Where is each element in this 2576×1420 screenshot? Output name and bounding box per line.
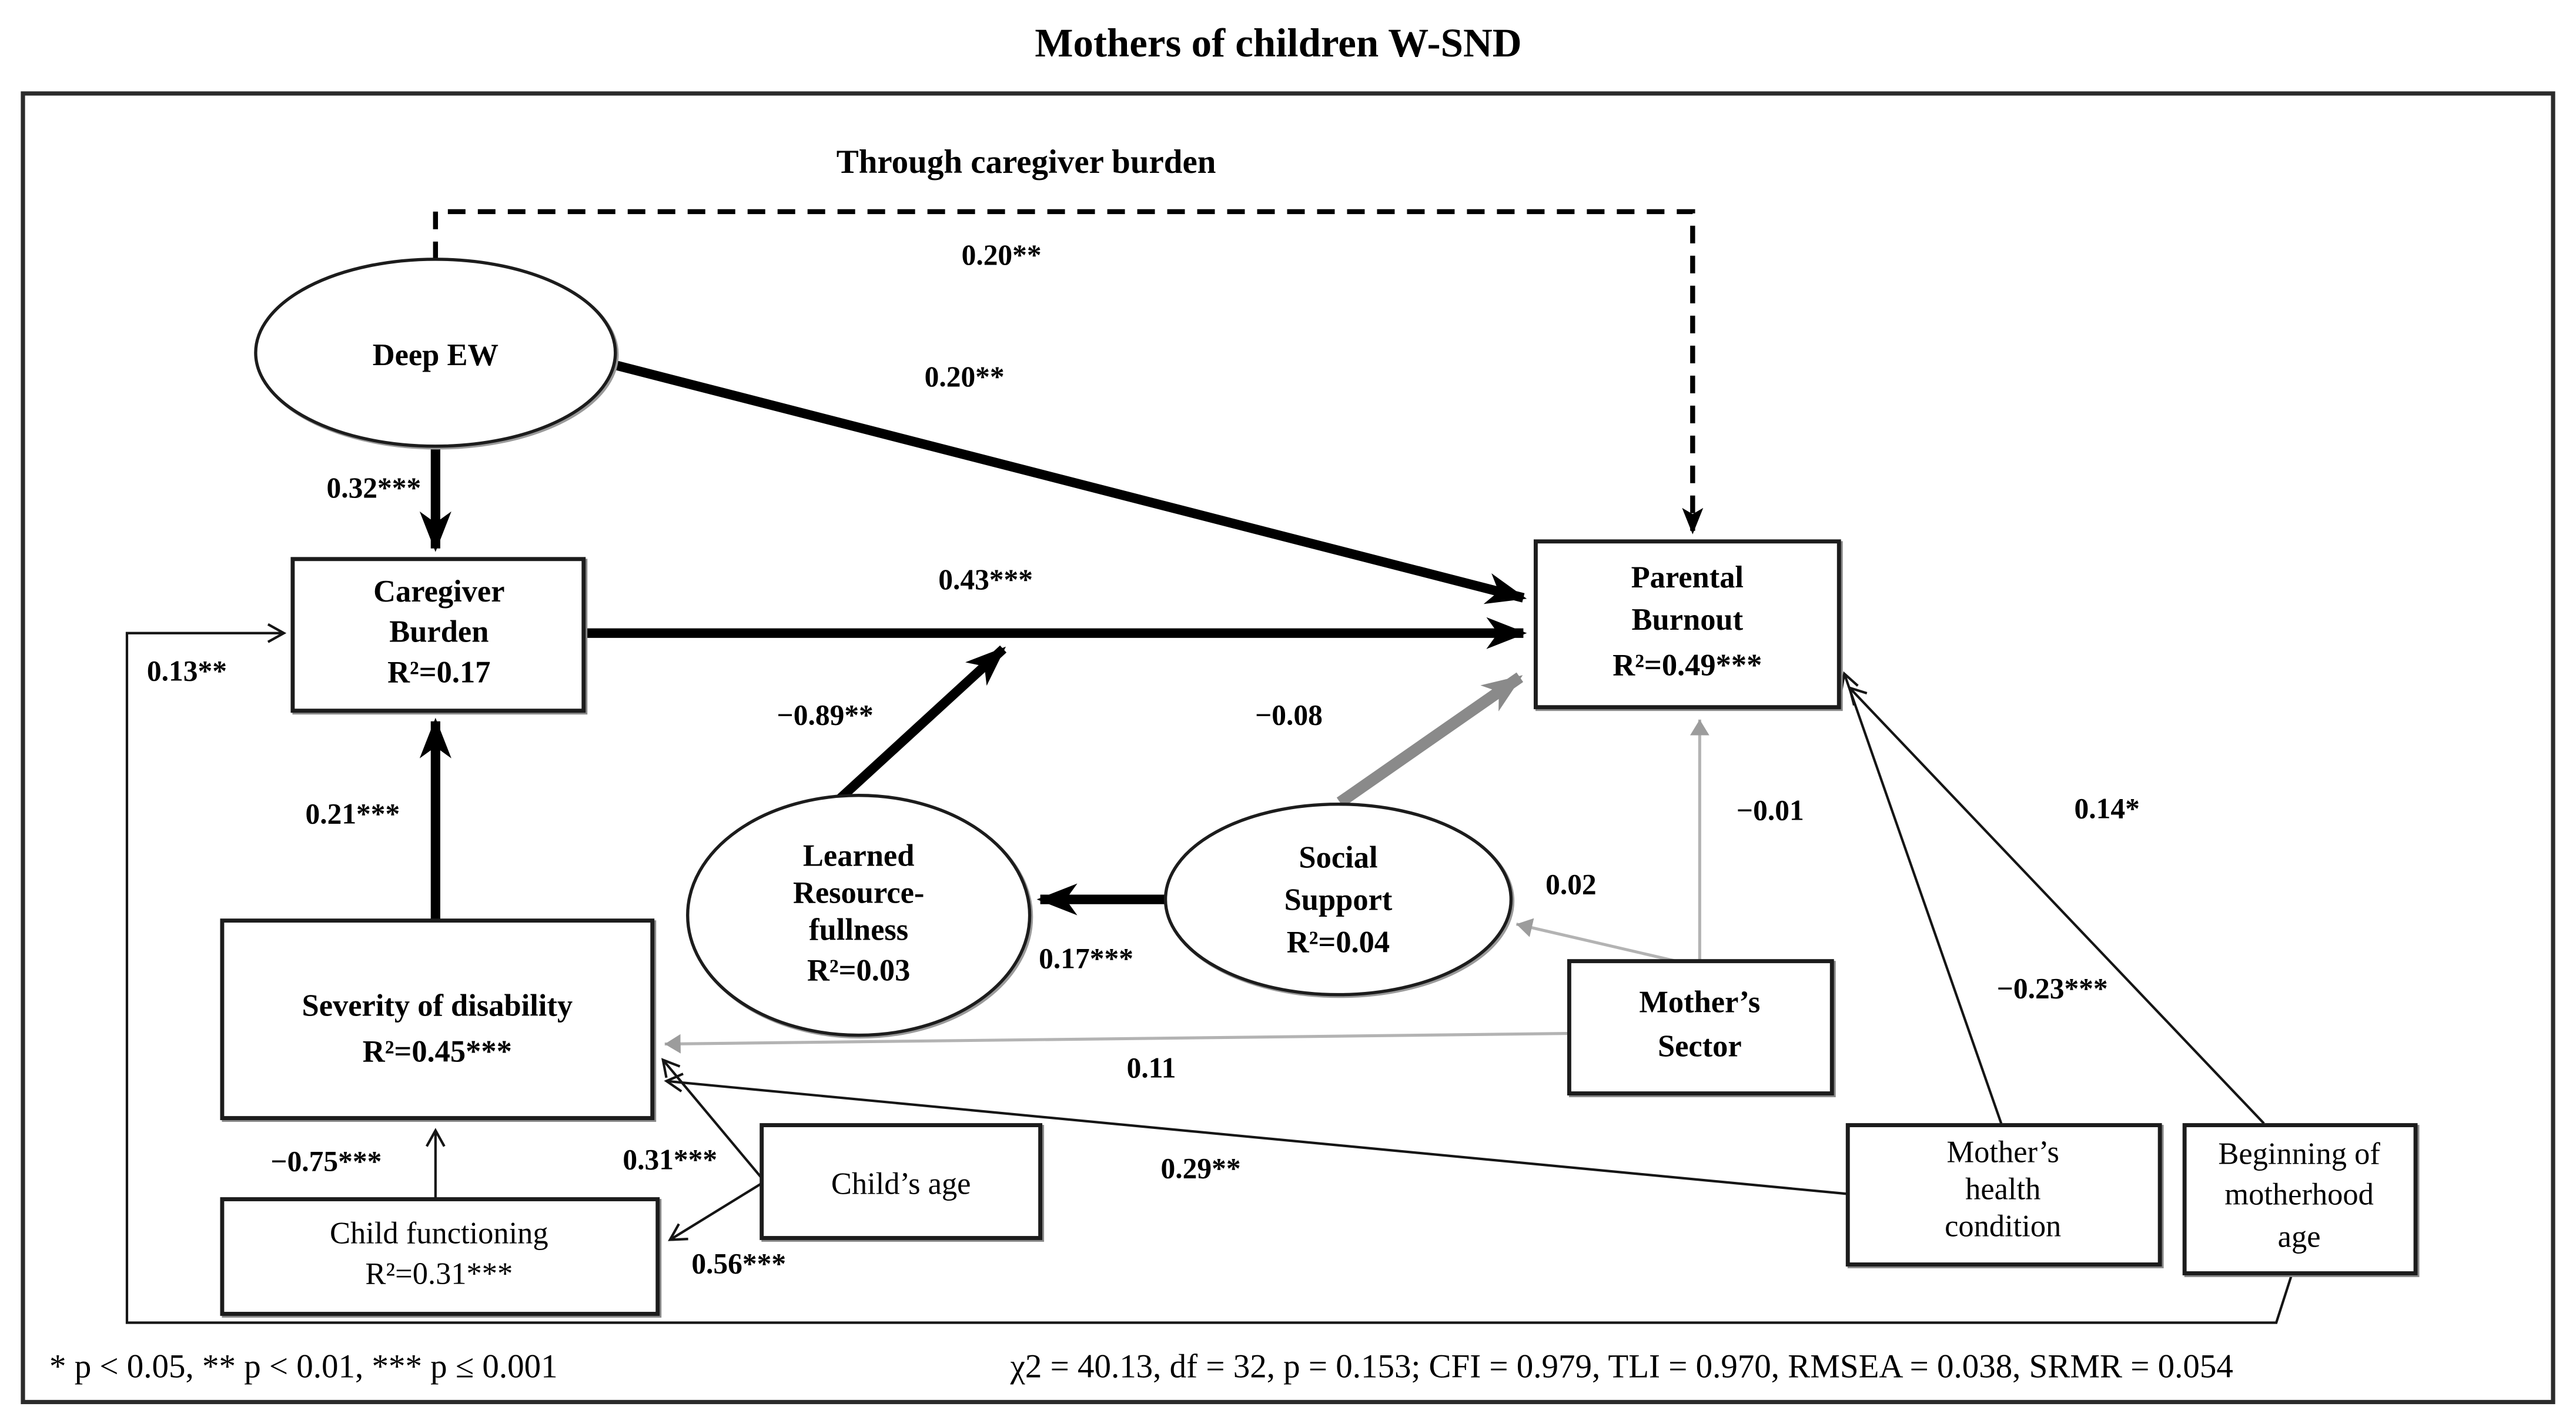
- node-child-functioning-label: Child functioning: [330, 1217, 548, 1251]
- coef-label-social-support-learned-resourcefulness: 0.17***: [1039, 943, 1133, 975]
- node-mothers-health-condition-label: condition: [1945, 1209, 2061, 1244]
- node-social-support-r2: R²=0.04: [1287, 925, 1390, 960]
- node-childs-age: Child’s age: [760, 1123, 1043, 1240]
- edge-beginning-of-motherhood-age-to-parental-burnout: [1848, 686, 2265, 1125]
- node-learned-resourcefulness-label: fullness: [809, 913, 908, 947]
- node-parental-burnout-r2: R²=0.49***: [1612, 649, 1762, 683]
- coef-label-motherhood-age-parental-burnout: 0.14*: [2075, 793, 2140, 825]
- node-beginning-of-motherhood-age-label: Beginning of: [2218, 1137, 2380, 1171]
- node-severity-of-disability-r2: R²=0.45***: [363, 1035, 512, 1069]
- model-fit-statistics: χ2 = 40.13, df = 32, p = 0.153; CFI = 0.…: [1010, 1348, 2233, 1385]
- node-deep-ew: Deep EW: [254, 258, 617, 448]
- coef-label-childs-age-severity: 0.31***: [623, 1144, 717, 1176]
- node-social-support-label: Social: [1299, 841, 1377, 875]
- node-beginning-of-motherhood-age-label: motherhood: [2224, 1178, 2374, 1212]
- node-childs-age-shape: [760, 1123, 1043, 1240]
- coef-label-indirect-deep-ew: 0.20**: [962, 239, 1042, 271]
- node-mothers-health-condition: Mother’s health condition: [1845, 1123, 2162, 1267]
- node-learned-resourcefulness: Learned Resource- fullness R²=0.03: [686, 793, 1032, 1037]
- edge-deep-ew-to-parental-burnout: [607, 359, 1527, 604]
- node-parental-burnout-shape: [1533, 539, 1841, 710]
- coef-label-child-functioning-severity: −0.75***: [270, 1145, 382, 1178]
- node-caregiver-burden-shape: [290, 557, 586, 713]
- edge-mothers-health-to-severity: [664, 1072, 1848, 1195]
- node-parental-burnout-label: Parental: [1631, 560, 1744, 594]
- node-childs-age-label: Child’s age: [831, 1167, 971, 1201]
- edge-mothers-sector-to-social-support: [1516, 918, 1684, 965]
- edge-deep-ew-to-parental-burnout-indirect: [433, 209, 1704, 534]
- node-social-support-shape: [1163, 802, 1513, 997]
- coef-label-deep-ew-parental-burnout: 0.20**: [925, 360, 1005, 393]
- node-parental-burnout: Parental Burnout R²=0.49***: [1533, 539, 1841, 710]
- coef-label-severity-caregiver-burden: 0.21***: [305, 798, 400, 830]
- edge-beginning-of-motherhood-age-to-caregiver-burden: [125, 623, 2294, 1324]
- node-parental-burnout-label: Burnout: [1632, 603, 1744, 637]
- node-learned-resourcefulness-r2: R²=0.03: [807, 954, 910, 988]
- node-severity-of-disability: Severity of disability R²=0.45***: [220, 918, 655, 1121]
- mediation-path-label: Through caregiver burden: [837, 143, 1216, 181]
- coef-label-childs-age-child-functioning: 0.56***: [691, 1247, 786, 1279]
- node-mothers-health-condition-label: health: [1965, 1172, 2040, 1207]
- node-mothers-sector-label: Sector: [1658, 1030, 1742, 1064]
- coef-label-caregiver-burden-parental-burnout: 0.43***: [938, 563, 1033, 596]
- node-social-support-label: Support: [1284, 883, 1393, 917]
- coef-label-mothers-health-severity: 0.29**: [1161, 1152, 1241, 1185]
- node-caregiver-burden-label: Caregiver: [373, 574, 504, 609]
- node-severity-of-disability-shape: [220, 918, 655, 1121]
- node-mothers-sector: Mother’s Sector: [1567, 959, 1834, 1096]
- node-child-functioning-r2: R²=0.31***: [365, 1257, 513, 1291]
- node-caregiver-burden-r2: R²=0.17: [387, 656, 490, 690]
- node-beginning-of-motherhood-age-label: age: [2278, 1220, 2321, 1254]
- coef-label-sector-social-support: 0.02: [1545, 868, 1597, 901]
- edge-mothers-health-to-parental-burnout: [1839, 671, 2003, 1124]
- node-caregiver-burden-label: Burden: [389, 615, 489, 649]
- node-child-functioning-shape: [220, 1197, 660, 1316]
- node-mothers-health-condition-label: Mother’s: [1947, 1135, 2059, 1170]
- edge-childs-age-to-child-functioning: [668, 1182, 762, 1241]
- node-learned-resourcefulness-shape: [686, 793, 1032, 1037]
- coef-label-sector-parental-burnout: −0.01: [1737, 794, 1804, 827]
- node-beginning-of-motherhood-age-shape: [2182, 1123, 2418, 1275]
- coef-label-sector-severity: 0.11: [1127, 1052, 1176, 1084]
- edge-mothers-sector-to-severity: [664, 1032, 1570, 1054]
- node-beginning-of-motherhood-age: Beginning of motherhood age: [2182, 1123, 2418, 1275]
- coef-label-learned-resourcefulness: −0.89**: [777, 699, 874, 731]
- coef-label-deep-ew-caregiver-burden: 0.32***: [326, 472, 421, 504]
- node-mothers-sector-shape: [1567, 959, 1834, 1096]
- coef-label-motherhood-age-caregiver-burden: 0.13**: [147, 655, 227, 687]
- figure-title: Mothers of children W-SND: [1035, 21, 1521, 65]
- node-deep-ew-label: Deep EW: [373, 338, 499, 372]
- node-learned-resourcefulness-label: Resource-: [793, 876, 924, 910]
- diagram-border: [21, 91, 2555, 1405]
- node-mothers-sector-label: Mother’s: [1639, 985, 1760, 1020]
- edge-social-support-to-parental-burnout: [1336, 672, 1524, 807]
- node-mothers-health-condition-shape: [1845, 1123, 2162, 1267]
- node-severity-of-disability-label: Severity of disability: [302, 989, 573, 1023]
- node-learned-resourcefulness-label: Learned: [803, 839, 914, 873]
- coef-label-social-support-parental-burnout: −0.08: [1255, 699, 1323, 731]
- node-child-functioning: Child functioning R²=0.31***: [220, 1197, 660, 1316]
- coef-label-mothers-health-parental-burnout: −0.23***: [1997, 973, 2108, 1005]
- node-social-support: Social Support R²=0.04: [1163, 802, 1513, 997]
- node-caregiver-burden: Caregiver Burden R²=0.17: [290, 557, 586, 713]
- node-deep-ew-shape: [254, 258, 617, 448]
- edge-learned-resourcefulness-to-burden-path: [811, 645, 1007, 826]
- significance-footnote: * p < 0.05, ** p < 0.01, *** p ≤ 0.001: [49, 1348, 558, 1385]
